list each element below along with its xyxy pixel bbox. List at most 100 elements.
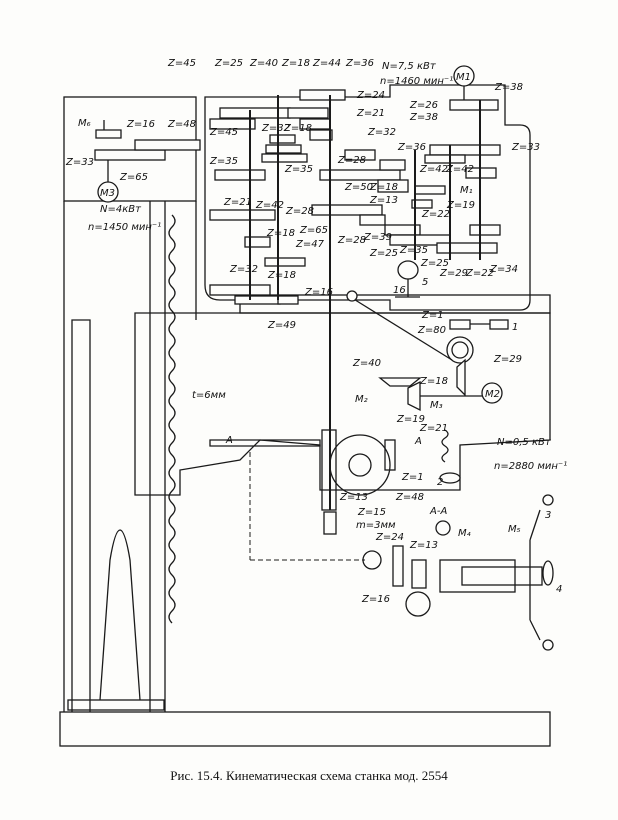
label: 16 <box>393 285 406 296</box>
label: Z=36 <box>397 142 426 153</box>
label: Z=38 <box>409 112 438 123</box>
section-a-a <box>249 452 554 651</box>
label: Z=45 <box>167 58 196 69</box>
label: t=6мм <box>192 390 226 401</box>
label: Z=16 <box>126 119 155 130</box>
label: Z=35 <box>209 156 238 167</box>
label: Z=18 <box>419 376 448 387</box>
label: Z=18 <box>281 58 310 69</box>
label: Z=28 <box>337 155 366 166</box>
label: Z=24 <box>375 532 404 543</box>
label: Z=25 <box>420 258 449 269</box>
label: Z=44 <box>312 58 341 69</box>
label: Z=40 <box>352 358 381 369</box>
label: Z=22 <box>465 268 494 279</box>
label: Z=13 <box>339 492 368 503</box>
label: Z=80 <box>417 325 446 336</box>
label: Z=19 <box>396 414 425 425</box>
label: 5 <box>422 277 428 288</box>
label: Z=18 <box>369 182 398 193</box>
label: Z=24 <box>356 90 385 101</box>
label: A <box>225 435 233 446</box>
label: Z=18 <box>266 228 295 239</box>
motor-m3-icon <box>97 181 119 203</box>
motor-m1-icon <box>453 65 475 87</box>
label: Z=45 <box>209 127 238 138</box>
pump-5-icon <box>397 260 419 280</box>
label: Z=36 <box>345 58 374 69</box>
label: Z=13 <box>369 195 398 206</box>
label: N=4кВт <box>100 204 142 215</box>
figure-caption: Рис. 15.4. Кинематическая схема станка м… <box>170 768 448 783</box>
label: Z=35 <box>284 164 313 175</box>
label: N=0,5 кВт <box>497 437 552 448</box>
label: Z=33 <box>511 142 540 153</box>
gear-set <box>209 65 501 510</box>
label: m=3мм <box>356 520 396 531</box>
label: Z=18 <box>267 270 296 281</box>
label: Z=38 <box>494 82 523 93</box>
label: Z=26 <box>409 100 438 111</box>
label: M₄ <box>458 528 471 539</box>
label: Z=48 <box>395 492 424 503</box>
gearbox-housing <box>204 84 531 311</box>
label: M₁ <box>460 185 473 196</box>
label: Z=13 <box>409 540 438 551</box>
label: Z=34 <box>489 264 518 275</box>
label: Z=50 <box>344 182 373 193</box>
label: Z=47 <box>295 239 325 250</box>
label: Z=33 <box>65 157 94 168</box>
gear-labels: Z=45 Z=25 Z=40 Z=18 Z=44 Z=36 N=7,5 кВт … <box>65 58 567 605</box>
label: Z=15 <box>357 507 386 518</box>
label: Z=19 <box>446 200 475 211</box>
feed-mechanism <box>321 260 509 535</box>
label: Z=25 <box>214 58 243 69</box>
label: Z=1 <box>401 472 424 483</box>
label: Z=28 <box>285 206 314 217</box>
label: M1 <box>456 72 471 83</box>
label: Z=22 <box>421 209 450 220</box>
label: M₆ <box>78 118 91 129</box>
label: Z=29 <box>493 354 522 365</box>
label: Z=42 <box>255 200 284 211</box>
label: n=1460 мин⁻¹ <box>380 76 453 87</box>
label: 4 <box>556 584 562 595</box>
label: 3 <box>545 510 551 521</box>
label: M3 <box>100 188 115 199</box>
label: Z=40 <box>249 58 278 69</box>
label: Z=16 <box>361 594 390 605</box>
label: Z=48 <box>167 119 196 130</box>
label: 1 <box>512 322 518 333</box>
label: Z=65 <box>119 172 148 183</box>
label: n=2880 мин⁻¹ <box>494 461 567 472</box>
label: Z=16 <box>304 287 333 298</box>
label: Z=32 <box>367 127 396 138</box>
label: Z=25 <box>369 248 398 259</box>
label: Z=1 <box>421 310 444 321</box>
label: M2 <box>485 389 500 400</box>
column-head-gears <box>94 120 201 203</box>
label: Z=49 <box>267 320 296 331</box>
label: M₅ <box>508 524 521 535</box>
label: Z=42 <box>445 164 474 175</box>
label: n=1450 мин⁻¹ <box>88 222 161 233</box>
label: Z=35 <box>399 245 428 256</box>
label: A-A <box>429 506 447 517</box>
label: 2 <box>437 477 443 488</box>
label: M₃ <box>430 400 443 411</box>
label: A <box>414 436 422 447</box>
label: Z=32 <box>261 123 290 134</box>
label: Z=65 <box>299 225 328 236</box>
label: Z=21 <box>419 423 448 434</box>
motor-m2-icon <box>481 382 503 404</box>
label: Z=29 <box>439 268 468 279</box>
label: M₂ <box>355 394 368 405</box>
label: Z=28 <box>337 235 366 246</box>
label: Z=21 <box>356 108 385 119</box>
machine-column <box>59 96 551 747</box>
label: Z=42 <box>419 164 448 175</box>
label: Z=18 <box>283 123 312 134</box>
label: Z=32 <box>229 264 258 275</box>
